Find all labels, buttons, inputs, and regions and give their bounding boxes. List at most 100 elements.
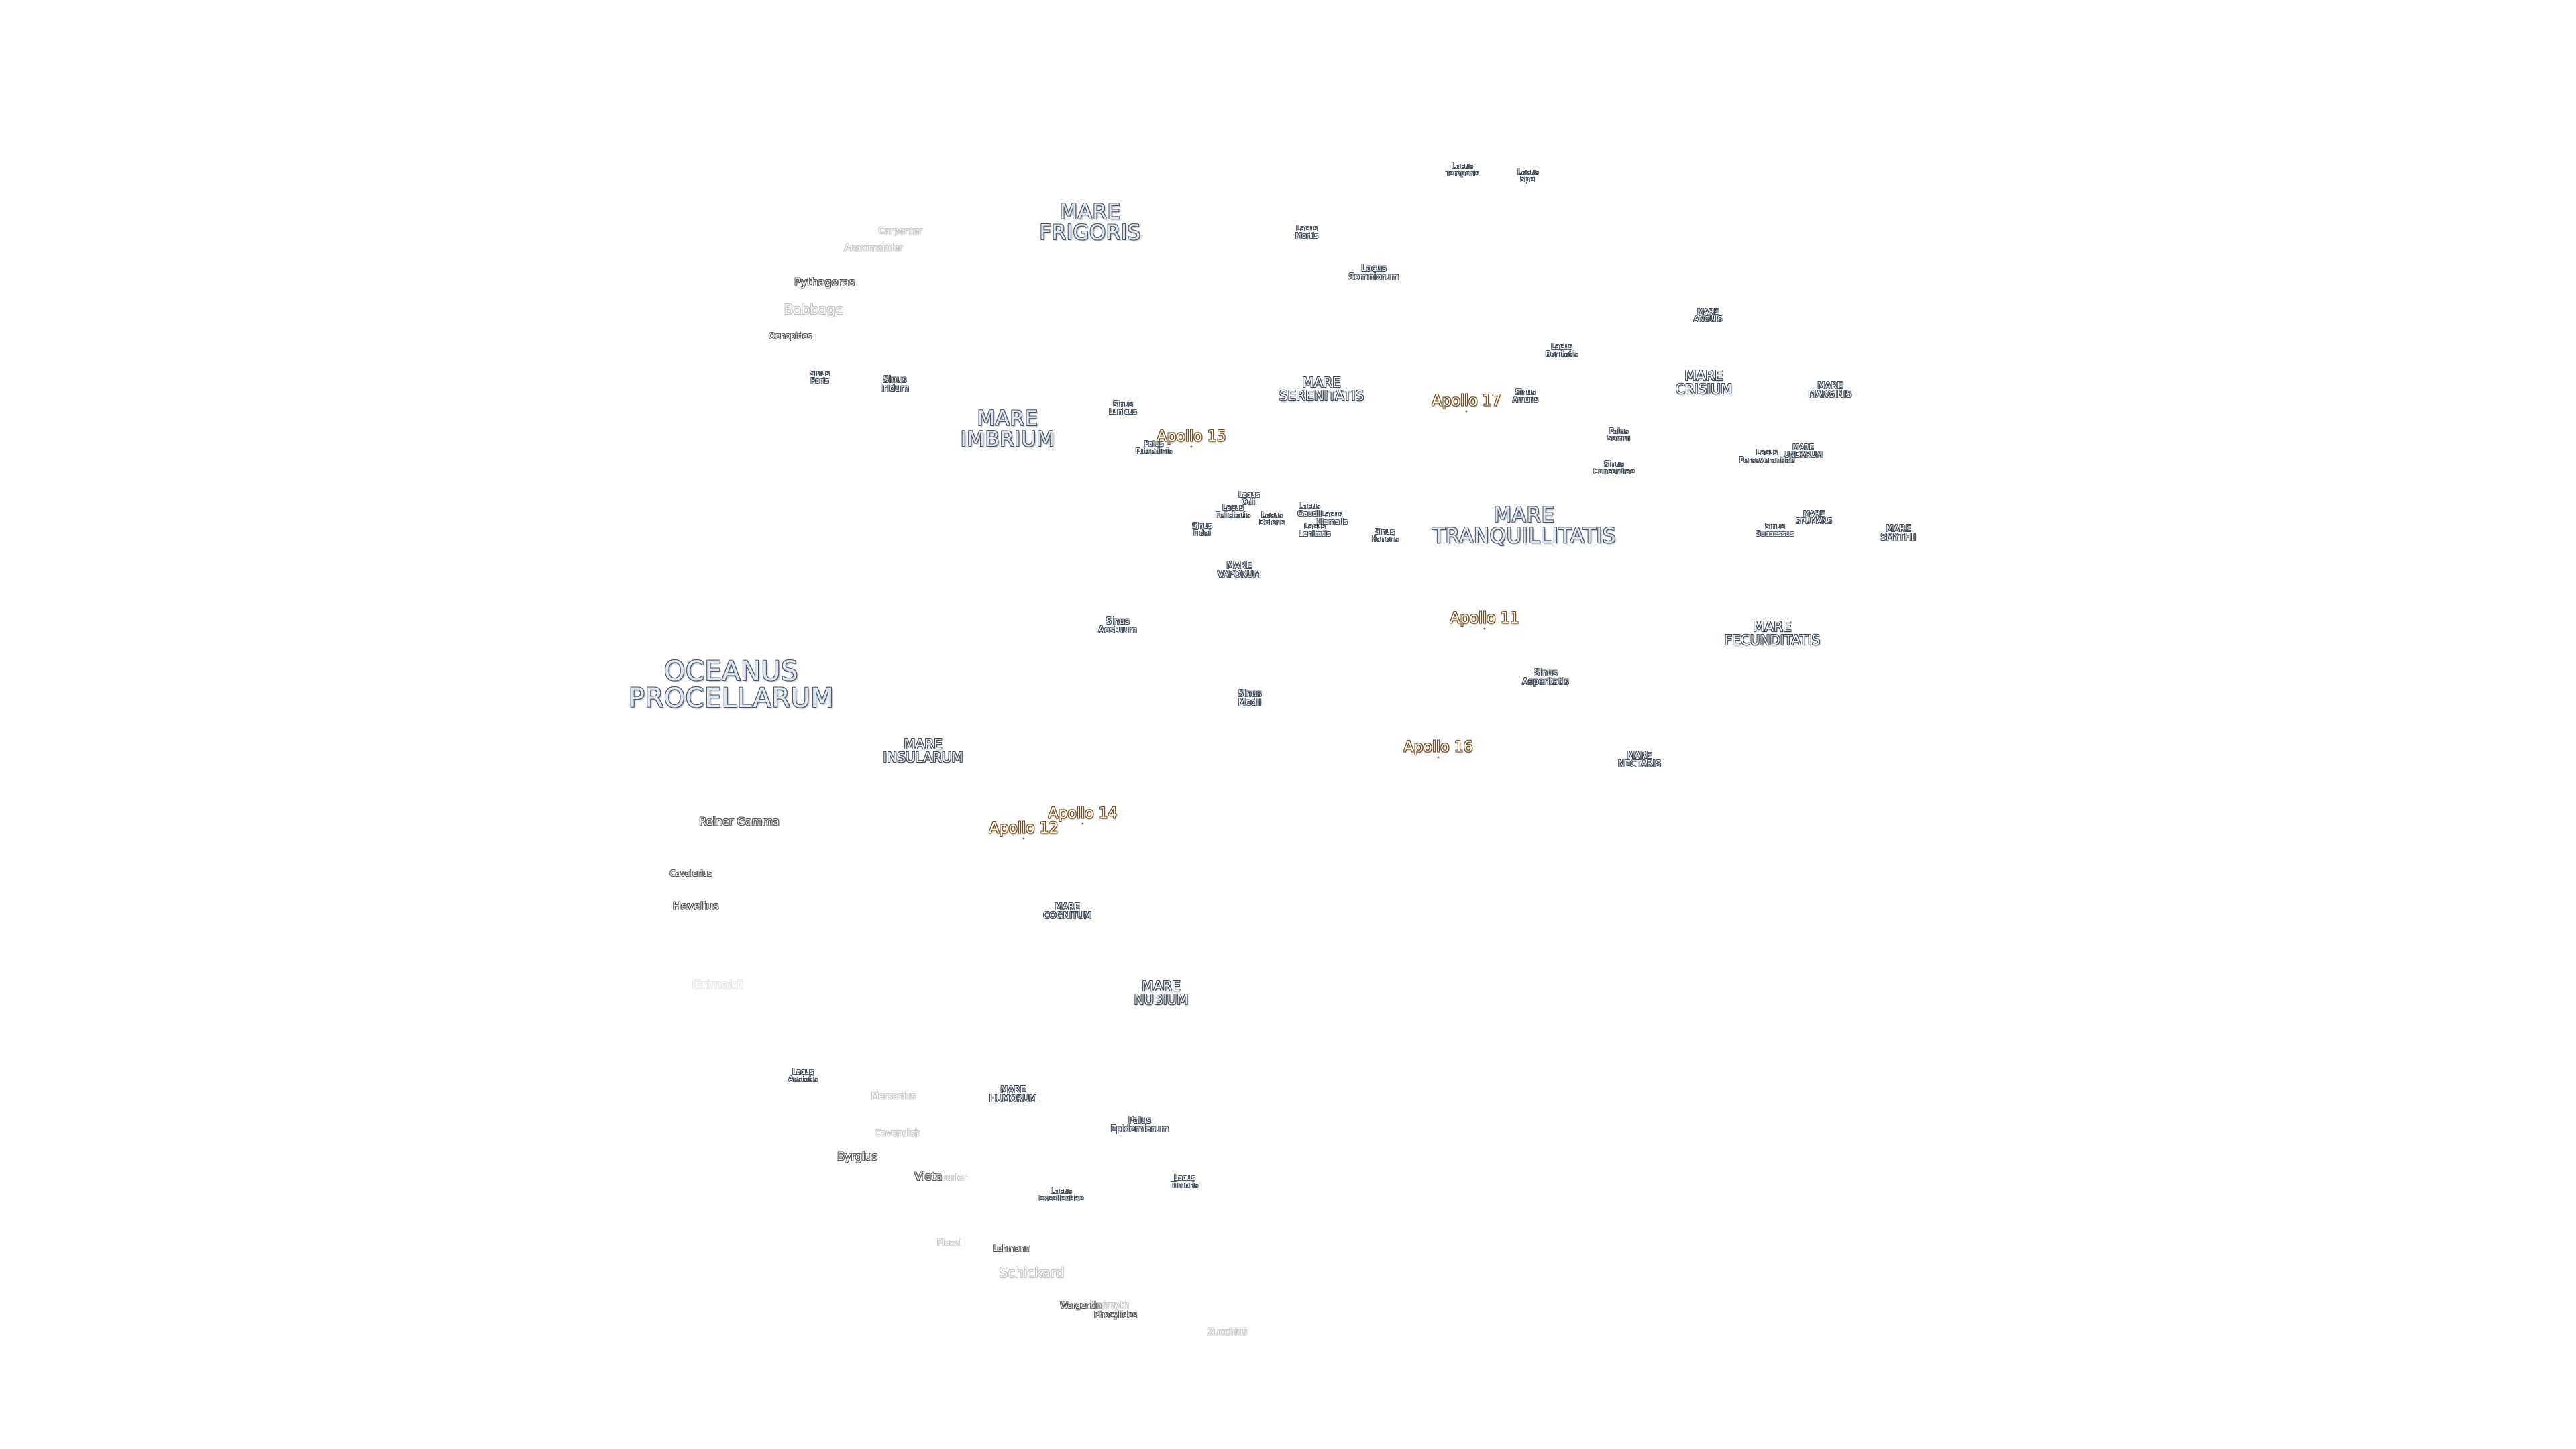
map-label-line: NECTARIS xyxy=(1618,759,1661,769)
map-label-line: Fidei xyxy=(1193,529,1211,537)
map-label-line: Lacus xyxy=(1551,342,1572,351)
map-label-line: MARE xyxy=(1753,619,1792,635)
map-label-line: Aestatis xyxy=(788,1075,818,1083)
map-label-line: Perseverantiae xyxy=(1739,455,1795,464)
map-label-line: MARE xyxy=(1055,902,1080,912)
map-label-apollo-11: Apollo 11 xyxy=(1450,611,1519,630)
map-label-cavalerius: Cavalerius xyxy=(669,869,712,877)
map-label-apollo-14: Apollo 14 xyxy=(1048,805,1118,825)
map-label-line: Sinus xyxy=(1192,521,1212,530)
map-label-hevelius: Hevelius xyxy=(673,901,719,912)
map-label-line: Sinus xyxy=(1238,689,1262,699)
map-label-line: Hevelius xyxy=(672,900,719,912)
map-label-nasmyth: Nasmyth xyxy=(1090,1301,1129,1310)
map-label-line: Oenopides xyxy=(769,331,812,341)
map-label-cavendish: Cavendish xyxy=(875,1130,920,1138)
map-label-line: Lacus xyxy=(1452,162,1473,170)
map-label-line: Lacus xyxy=(1756,448,1778,457)
map-label-line: PROCELLARUM xyxy=(628,683,835,714)
map-label-pythagoras: Pythagoras xyxy=(794,277,855,288)
map-label-line: VAPORUM xyxy=(1217,570,1261,580)
map-label-line: Carpenter xyxy=(878,226,922,237)
map-label-line: Gaudii xyxy=(1297,509,1322,518)
map-label-line: Apollo 16 xyxy=(1403,739,1473,756)
map-label-line: FECUNDITATIS xyxy=(1724,632,1821,648)
map-label-line: Spei xyxy=(1520,175,1536,184)
map-label-fourier: Fourier xyxy=(936,1174,967,1183)
map-label-line: Byrgius xyxy=(837,1150,877,1163)
map-label-line: Vieta xyxy=(914,1170,943,1183)
map-label-line: Honoris xyxy=(1370,535,1399,543)
map-label-line: HUMORUM xyxy=(989,1094,1037,1104)
map-label-line: Sinus xyxy=(1106,616,1130,627)
map-label-line: Lacus xyxy=(1299,502,1320,511)
map-label-line: Lacus xyxy=(1222,503,1244,512)
map-label-line: MARE xyxy=(1792,443,1814,451)
map-label-line: SPUMANS xyxy=(1796,517,1832,525)
map-label-line: Babbage xyxy=(784,301,844,317)
map-label-line: Lenitatis xyxy=(1299,529,1331,538)
map-label-carpenter: Carpenter xyxy=(878,227,922,236)
map-label-line: MARE xyxy=(1684,368,1723,384)
map-label-line: Palus xyxy=(1128,1116,1151,1126)
map-label-line: Apollo 14 xyxy=(1048,805,1118,822)
map-label-line: Lacus xyxy=(1361,264,1387,274)
map-label-line: Phocylides xyxy=(1094,1310,1137,1320)
map-label-line: Wargentin xyxy=(1060,1301,1102,1310)
map-label-line: UNDARUM xyxy=(1784,450,1823,459)
map-label-line: Lacus xyxy=(1051,1187,1072,1195)
map-label-apollo-16: Apollo 16 xyxy=(1403,739,1473,759)
map-label-line: Schickard xyxy=(999,1265,1065,1281)
map-label-line: Roris xyxy=(810,376,829,385)
map-label-line: ANGUIS xyxy=(1693,315,1723,323)
map-label-line: Lacus xyxy=(1238,490,1260,499)
map-label-line: Cavendish xyxy=(875,1128,920,1139)
map-label-line: FRIGORIS xyxy=(1039,221,1141,245)
map-label-reiner-gamma: Reiner Gamma xyxy=(699,816,780,827)
map-label-line: Sinus xyxy=(1534,668,1558,678)
map-label-line: Sinus xyxy=(1604,460,1624,468)
map-label-line: Temporis xyxy=(1446,169,1479,178)
map-label-babbage: Babbage xyxy=(784,303,844,316)
map-label-line: Sinus xyxy=(883,375,907,385)
map-label-line: SERENITATIS xyxy=(1279,388,1364,404)
map-label-line: Excellentiae xyxy=(1038,1194,1084,1203)
map-label-apollo-15: Apollo 15 xyxy=(1157,429,1226,448)
map-label-line: Nasmyth xyxy=(1089,1300,1130,1311)
map-label-vieta: Vieta xyxy=(915,1171,943,1182)
map-label-line: MARE xyxy=(1803,509,1825,518)
map-label-line: MARE xyxy=(1697,307,1719,316)
map-label-line: Sinus xyxy=(1113,400,1133,409)
map-label-line: Mersenius xyxy=(871,1091,916,1102)
map-label-line: Lacus xyxy=(1174,1173,1195,1182)
map-label-line: Asperitatis xyxy=(1522,677,1569,687)
map-label-line: Lacus xyxy=(792,1067,814,1076)
map-label-byrgius: Byrgius xyxy=(837,1151,877,1162)
map-label-line: IMBRIUM xyxy=(960,427,1055,451)
map-label-line: MARE xyxy=(1000,1085,1026,1095)
map-label-line: Mortis xyxy=(1295,231,1318,240)
